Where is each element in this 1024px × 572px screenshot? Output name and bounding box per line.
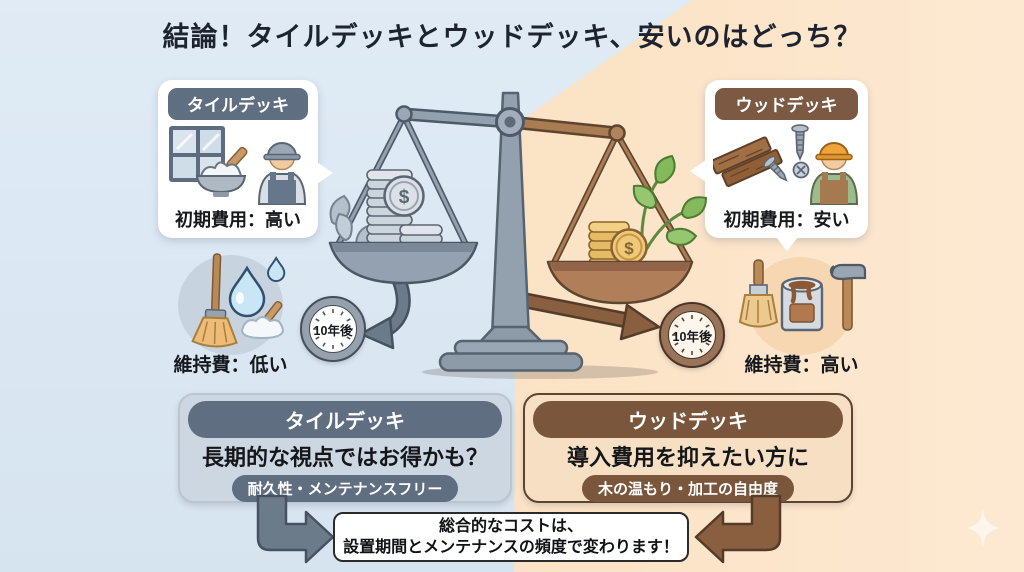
conclusion-box: 総合的なコストは、 設置期間とメンテナンスの頻度で変わります！ <box>333 512 689 562</box>
scale-beam <box>395 105 626 142</box>
clock-ticks <box>313 309 353 349</box>
tile-deck-card: タイルデッキ <box>158 80 333 238</box>
tile-to-conclusion-arrow-icon <box>256 494 335 564</box>
sparkle-icon <box>967 508 999 548</box>
wood-maintenance-label: 維持費：高い <box>744 355 859 376</box>
arrow-to-wood-clock-icon <box>515 292 661 341</box>
ten-years-clock-tile: 10年後 <box>300 296 366 362</box>
page-title: 結論！タイルデッキとウッドデッキ、安いのはどっち？ <box>162 22 862 52</box>
wood-planks-icon <box>712 136 783 187</box>
construction-worker-icon <box>257 142 307 205</box>
wood-summary-header: ウッドデッキ <box>533 401 843 438</box>
mortar-trowel-icon <box>195 146 248 197</box>
svg-text:$: $ <box>399 187 410 208</box>
screw-head-icon <box>792 161 809 179</box>
wood-summary-box: ウッドデッキ 導入費用を抑えたい方に 木の温もり・加工の自由度 <box>523 393 853 503</box>
tile-maintenance-label: 維持費：低い <box>173 355 288 376</box>
tile-pan <box>328 241 479 285</box>
broom-icon <box>191 253 238 348</box>
arrow-to-tile-clock-icon <box>359 272 411 350</box>
wood-card-pointer-left <box>690 160 706 182</box>
tile-card-pointer <box>317 162 333 184</box>
wood-card-header: ウッドデッキ <box>715 88 858 120</box>
tile-summary-box: タイルデッキ 長期的な視点ではお得かも？ 耐久性・メンテナンスフリー <box>178 393 512 503</box>
clock-label: 10年後 <box>313 323 353 338</box>
wood-summary-main: 導入費用を抑えたい方に <box>566 445 809 470</box>
tile-summary-main: 長期的な視点ではお得かも？ <box>201 445 488 470</box>
tile-maintenance-illustration <box>191 253 286 348</box>
tile-card-illustration <box>169 126 307 205</box>
hammer-icon <box>829 263 867 331</box>
paint-can-icon <box>780 277 824 332</box>
balance-scale-icon: $ $ <box>328 91 708 379</box>
silver-dollar-coin-icon: $ <box>383 175 425 217</box>
wood-initial-cost: 初期費用：安い <box>723 210 850 230</box>
water-drop-icon <box>228 265 266 318</box>
green-plant-icon <box>632 154 708 251</box>
scale-post <box>438 91 584 372</box>
wood-pan <box>546 260 694 305</box>
clock-label: 10年後 <box>672 329 712 344</box>
conclusion-line2: 設置期間とメンテナンスの頻度で変わります！ <box>343 539 679 556</box>
gold-dollar-coin-icon: $ <box>610 228 648 266</box>
wood-card-pointer-down <box>775 237 798 251</box>
conclusion-line1: 総合的なコストは、 <box>438 517 583 535</box>
wood-deck-card: ウッドデッキ <box>690 80 868 251</box>
ten-years-clock-wood: 10年後 <box>659 302 725 368</box>
water-drop-icon <box>267 256 286 282</box>
construction-worker-icon <box>809 142 858 205</box>
trowel-icon <box>240 300 285 340</box>
clock-ticks <box>672 315 712 355</box>
screws-icon <box>762 124 809 182</box>
tile-card-header: タイルデッキ <box>168 88 308 120</box>
tile-initial-cost: 初期費用：高い <box>175 210 301 230</box>
wood-maintenance-illustration <box>738 259 867 332</box>
wood-to-conclusion-arrow-icon <box>694 494 782 564</box>
wood-card-illustration <box>712 124 858 205</box>
tile-summary-header: タイルデッキ <box>188 401 502 438</box>
paintbrush-icon <box>738 259 779 328</box>
svg-text:$: $ <box>624 239 634 258</box>
